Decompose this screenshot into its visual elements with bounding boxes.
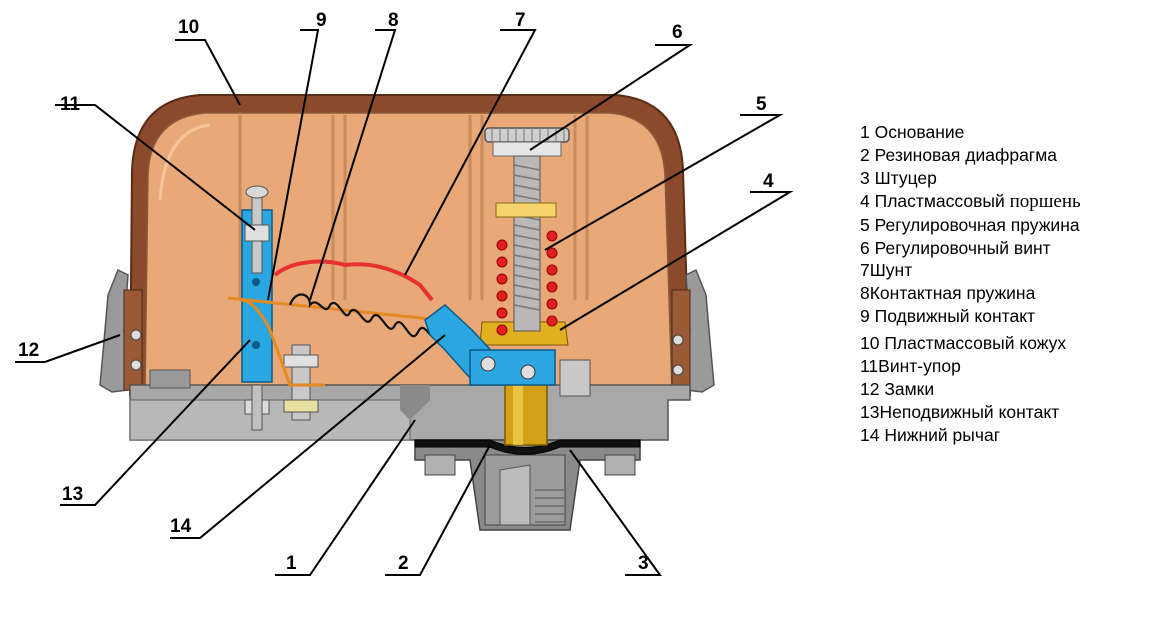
legend-item-2: 2 Резиновая диафрагма xyxy=(860,144,1057,165)
callout-5: 5 xyxy=(756,94,767,115)
base xyxy=(129,359,691,531)
legend-item-14: 14 Нижний рычаг xyxy=(860,424,1001,445)
callout-6: 6 xyxy=(672,22,683,43)
legend-item-4: 4 Пластмассовый поршень xyxy=(860,190,1081,212)
legend: 1 Основание 2 Резиновая диафрагма 3 Штуц… xyxy=(860,121,1150,447)
latch-left xyxy=(99,268,143,393)
shunt xyxy=(273,259,434,302)
callout-10: 10 xyxy=(178,17,199,38)
movable-contact xyxy=(227,296,441,322)
callout-numbers: 10 9 8 7 6 5 4 11 12 13 14 1 2 3 xyxy=(18,10,774,574)
legend-item-8: 8Контактная пружина xyxy=(860,283,1036,304)
lower-lever xyxy=(424,304,556,386)
legend-item-3: 3 Штуцер xyxy=(860,167,937,188)
legend-item-6: 6 Регулировочный винт xyxy=(860,237,1051,258)
callout-1: 1 xyxy=(286,553,297,574)
regulating-spring xyxy=(496,230,558,336)
legend-item-5: 5 Регулировочная пружина xyxy=(860,214,1080,235)
legend-item-7: 7Шунт xyxy=(860,260,913,281)
callout-9: 9 xyxy=(316,10,327,31)
callout-12: 12 xyxy=(18,340,39,361)
callout-11: 11 xyxy=(60,94,81,115)
callout-14: 14 xyxy=(170,516,192,537)
callout-2: 2 xyxy=(398,553,409,574)
callout-4: 4 xyxy=(763,171,774,192)
latch-right xyxy=(671,268,715,393)
contact-spring xyxy=(288,293,441,339)
rubber-diaphragm xyxy=(414,439,641,455)
plastic-cover xyxy=(128,94,692,396)
stop-screw xyxy=(244,185,270,431)
callout-13: 13 xyxy=(62,484,83,505)
leader-lines xyxy=(15,29,794,576)
legend-item-11: 11Винт-упор xyxy=(860,356,961,377)
fixed-contact-terminal xyxy=(283,344,319,421)
legend-item-9: 9 Подвижный контакт xyxy=(860,306,1036,327)
callout-7: 7 xyxy=(515,10,526,31)
legend-item-10: 10 Пластмассовый кожух xyxy=(860,333,1067,354)
callout-8: 8 xyxy=(388,10,399,31)
legend-item-1: 1 Основание xyxy=(860,122,965,142)
callout-3: 3 xyxy=(638,553,649,574)
lower-lever-wire xyxy=(239,298,325,387)
legend-item-13: 13Неподвижный контакт xyxy=(860,401,1060,422)
legend-item-12: 12 Замки xyxy=(860,378,935,399)
